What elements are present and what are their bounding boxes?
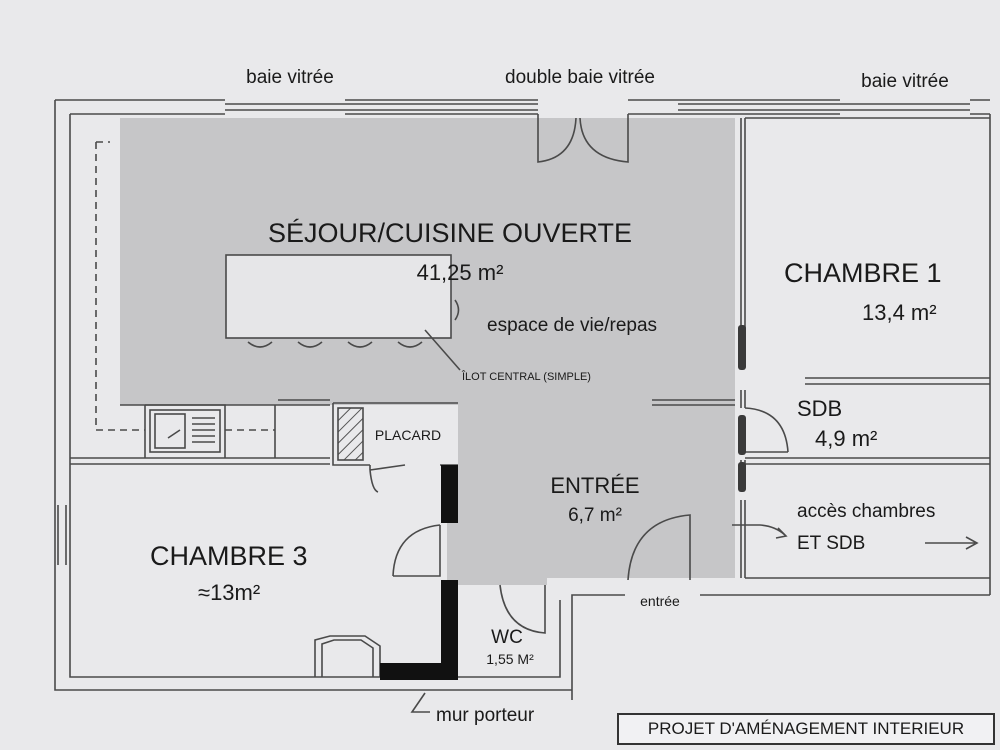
placard-label: PLACARD: [374, 427, 442, 443]
sejour-area: 41,25 m²: [416, 260, 504, 285]
project-title-box: PROJET D'AMÉNAGEMENT INTERIEUR: [617, 713, 995, 745]
project-title: PROJET D'AMÉNAGEMENT INTERIEUR: [647, 719, 965, 738]
load-wall-label: mur porteur: [436, 705, 535, 726]
ilot-label: ÎLOT CENTRAL (SIMPLE): [462, 371, 591, 383]
acces-line1: accès chambres: [797, 501, 936, 522]
sejour-name: SÉJOUR/CUISINE OUVERTE: [267, 218, 633, 248]
entry-zone-lower: [447, 520, 547, 585]
entree-area: 6,7 m²: [568, 505, 622, 526]
load-bearing-wall: [380, 465, 458, 680]
walls: [54, 99, 991, 713]
wall-marks: [738, 325, 746, 492]
entree-name: ENTRÉE: [550, 473, 640, 498]
sejour-subtitle: espace de vie/repas: [487, 315, 658, 336]
window-label-center: double baie vitrée: [505, 67, 655, 88]
wc-area: 1,55 M²: [486, 651, 534, 667]
entree-door-label: entrée: [640, 593, 680, 609]
wc-name: WC: [491, 627, 523, 648]
chambre1-name: CHAMBRE 1: [784, 258, 942, 288]
sdb-name: SDB: [797, 396, 843, 421]
window-label-right: baie vitrée: [861, 71, 949, 92]
chambre3-name: CHAMBRE 3: [150, 541, 308, 571]
window-label-left: baie vitrée: [246, 67, 334, 88]
acces-line2: ET SDB: [797, 533, 866, 554]
sdb-area: 4,9 m²: [815, 426, 878, 451]
chambre1-area: 13,4 m²: [862, 300, 937, 325]
chambre3-area: ≈13m²: [198, 580, 261, 605]
